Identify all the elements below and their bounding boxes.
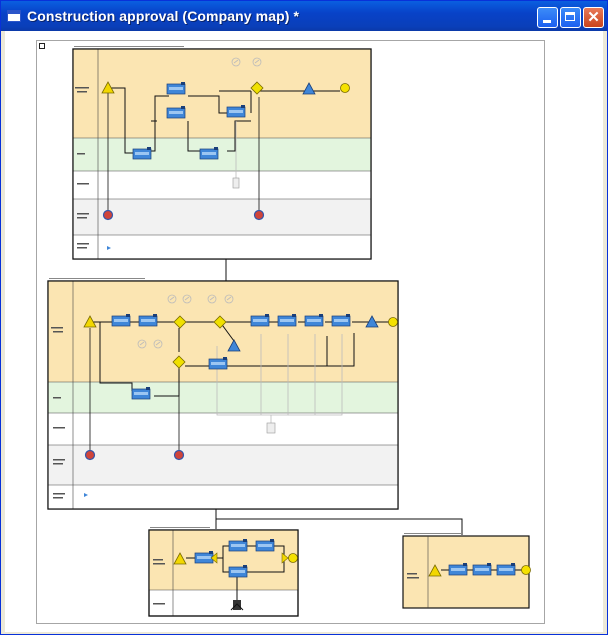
diagram-2[interactable] <box>47 278 399 510</box>
user-figure <box>230 600 244 611</box>
window-icon <box>7 10 21 22</box>
maximize-button[interactable] <box>560 7 581 28</box>
selection-marker <box>39 43 45 49</box>
close-button[interactable]: ✕ <box>583 7 604 28</box>
diagram-1[interactable] <box>72 46 372 260</box>
diagram-4[interactable] <box>402 533 531 609</box>
minimize-icon <box>543 20 551 23</box>
diagram-3[interactable] <box>148 527 299 617</box>
title-bar[interactable]: Construction approval (Company map) * ✕ <box>1 1 607 31</box>
client-area <box>5 31 603 632</box>
minimize-button[interactable] <box>537 7 558 28</box>
maximize-icon <box>565 12 575 21</box>
window-title: Construction approval (Company map) * <box>27 8 300 24</box>
close-icon: ✕ <box>587 9 600 26</box>
process-map-canvas[interactable] <box>36 40 545 624</box>
process-map-diagram <box>47 46 531 617</box>
